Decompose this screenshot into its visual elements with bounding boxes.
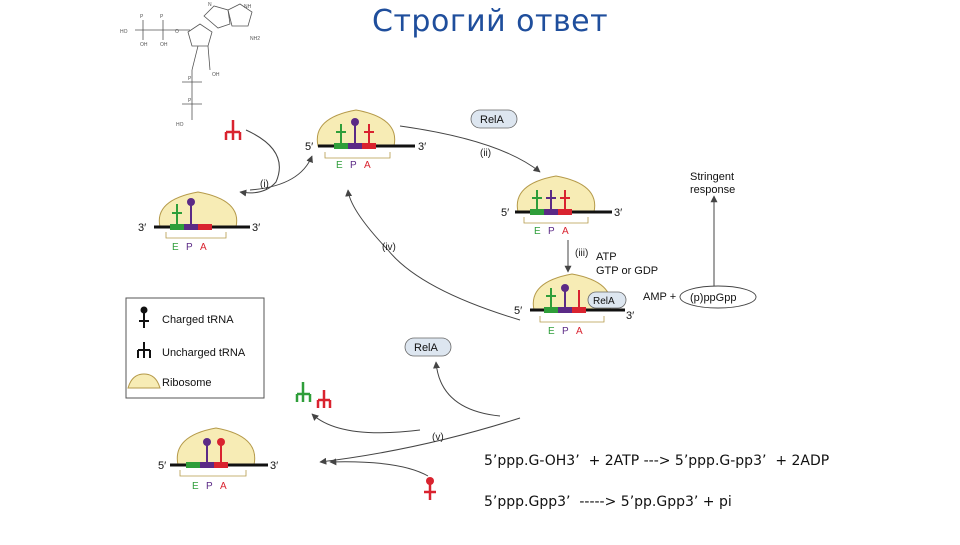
- molecule-label: N: [208, 2, 212, 8]
- site-a-label: A: [220, 481, 227, 492]
- rela-free-top: RelA: [470, 109, 518, 129]
- stringent-response-line2: response: [690, 184, 735, 196]
- ribosome-right: 5′ 3′ E P A: [501, 175, 622, 237]
- molecule-label: OH: [160, 42, 168, 48]
- rela-free-bottom: RelA: [404, 337, 452, 357]
- molecule-label: OH: [140, 42, 148, 48]
- molecule-label: P: [188, 98, 192, 104]
- site-p-label: P: [186, 242, 193, 253]
- five-prime-label: 5′: [305, 141, 313, 153]
- svg-text:RelA: RelA: [480, 114, 505, 126]
- amp-label: AMP +: [643, 291, 676, 303]
- molecule-label: OH: [212, 72, 220, 78]
- three-prime-label: 3′: [614, 207, 622, 219]
- molecule-label: NH2: [250, 36, 260, 42]
- three-prime-label: 3′: [418, 141, 426, 153]
- rela-on-ribosome: RelA: [593, 296, 615, 307]
- step-label-iii: (iii): [575, 248, 588, 259]
- five-prime-label: 5′: [514, 305, 522, 317]
- step-label-ii: (ii): [480, 148, 491, 159]
- stringent-response-line1: Stringent: [690, 171, 734, 183]
- ppgpp-structure: HO P P OH OH O N NH NH2 OH P P HO: [120, 2, 260, 128]
- molecule-label: P: [140, 14, 144, 20]
- site-e-label: E: [336, 160, 343, 171]
- molecule-label: O: [175, 29, 179, 35]
- ribosome-bottom: 5′ 3′ E P A: [158, 427, 278, 492]
- uncharged-trna-red: [224, 120, 242, 140]
- arrow-to-rela-bottom: [433, 361, 501, 417]
- three-prime-label: 3′: [626, 310, 634, 322]
- molecule-label: HO: [176, 122, 184, 128]
- site-e-label: E: [534, 226, 541, 237]
- three-prime-label: 3′: [138, 222, 146, 234]
- three-prime-label: 3′: [270, 460, 278, 472]
- svg-text:RelA: RelA: [414, 342, 439, 354]
- charged-trna-red: [424, 477, 436, 500]
- step-label-iv: (iv): [382, 242, 396, 253]
- legend: Charged tRNA Uncharged tRNA Ribosome: [125, 297, 265, 399]
- molecule-label: P: [160, 14, 164, 20]
- arrow-charged-in: [329, 458, 429, 477]
- site-p-label: P: [206, 481, 213, 492]
- released-trnas: [295, 382, 332, 408]
- site-p-label: P: [548, 226, 555, 237]
- equation-2: 5’ppp.Gpp3’ -----> 5’pp.Gpp3’ + pi: [484, 494, 732, 510]
- arrow-step-i: [239, 129, 280, 197]
- site-e-label: E: [548, 326, 555, 337]
- molecule-label: NH: [244, 4, 252, 10]
- site-e-label: E: [172, 242, 179, 253]
- cofactor-atp: ATP: [596, 251, 617, 263]
- legend-charged-label: Charged tRNA: [162, 314, 234, 326]
- legend-uncharged-label: Uncharged tRNA: [162, 347, 246, 359]
- five-prime-label: 5′: [501, 207, 509, 219]
- site-a-label: A: [364, 160, 371, 171]
- equation-1: 5’ppp.G-OH3’ + 2ATP ---> 5’ppp.G-pp3’ + …: [484, 453, 830, 469]
- site-p-label: P: [562, 326, 569, 337]
- arrow-step-iv: [345, 189, 521, 321]
- uncharged-trna-icon: [137, 342, 151, 358]
- site-p-label: P: [350, 160, 357, 171]
- ribosome-left: 3′ 3′ E P A: [138, 191, 260, 253]
- site-e-label: E: [192, 481, 199, 492]
- step-label-v: (v): [432, 432, 444, 443]
- site-a-label: A: [562, 226, 569, 237]
- ribosome-rela: RelA 5′ 3′ E P A: [514, 273, 634, 337]
- legend-ribosome-label: Ribosome: [162, 377, 212, 389]
- step-label-i: (i): [260, 179, 269, 190]
- arrow-step-ii: [399, 125, 541, 173]
- five-prime-label: 5′: [158, 460, 166, 472]
- ppgpp-label: (p)ppGpp: [690, 292, 736, 304]
- site-a-label: A: [200, 242, 207, 253]
- cofactor-gtp-gdp: GTP or GDP: [596, 265, 658, 277]
- molecule-label: HO: [120, 29, 128, 35]
- ribosome-icon: [127, 373, 161, 389]
- charged-trna-icon: [139, 312, 149, 328]
- ppgpp-ellipse: [679, 285, 757, 309]
- ribosome-top: 5′ 3′ E P A: [305, 109, 426, 171]
- arrow-to-released: [311, 413, 421, 434]
- arrow-step-i-join: [249, 155, 313, 191]
- three-prime-label: 3′: [252, 222, 260, 234]
- site-a-label: A: [576, 326, 583, 337]
- arrow-step-v: [319, 417, 521, 465]
- molecule-label: P: [188, 76, 192, 82]
- slide-title: Строгий ответ: [372, 4, 609, 39]
